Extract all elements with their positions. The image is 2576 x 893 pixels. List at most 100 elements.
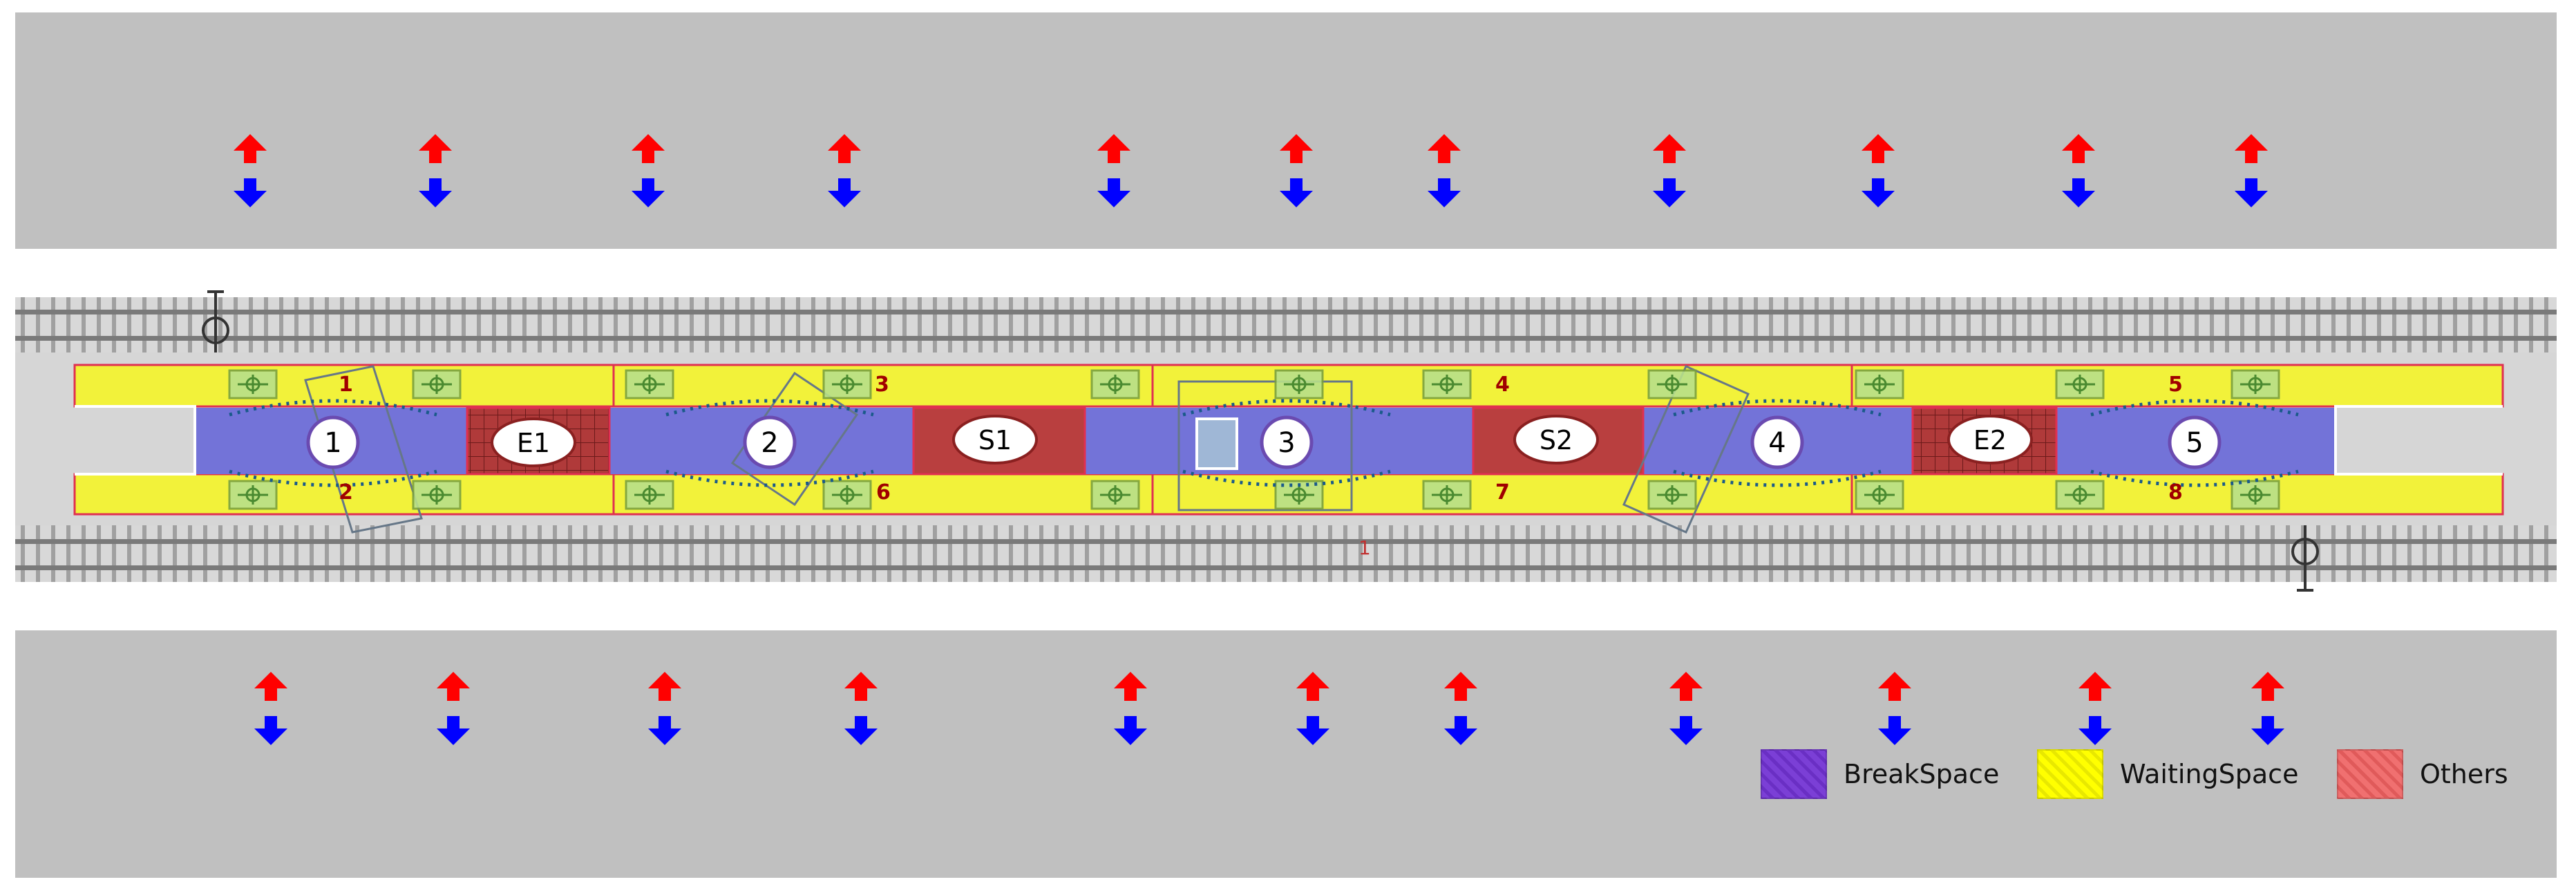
bottom-arrow-up-icon	[1444, 672, 1477, 701]
bottom-arrow-down-icon	[254, 716, 287, 745]
upper-track	[15, 297, 2557, 352]
bottom-arrow-down-icon	[1296, 716, 1329, 745]
waiting-marker-icon	[1274, 369, 1324, 400]
track-label: 1	[1358, 536, 1371, 559]
bottom-arrow-up-icon	[437, 672, 470, 701]
top-arrow-down-icon	[2062, 178, 2095, 207]
legend-item-others: Others	[2337, 749, 2508, 799]
waiting-marker-icon	[1647, 369, 1697, 400]
waiting-marker-icon	[625, 369, 674, 400]
top-arrow-up-icon	[2235, 134, 2268, 163]
top-arrow-up-icon	[1097, 134, 1130, 163]
top-arrow-down-icon	[1653, 178, 1686, 207]
waiting-marker-icon	[2055, 480, 2105, 510]
bottom-arrow-down-icon	[2251, 716, 2284, 745]
area-circle-4[interactable]: 4	[1750, 415, 1804, 469]
top-arrow-down-icon	[828, 178, 861, 207]
special-area-E1[interactable]: E1	[491, 417, 576, 467]
bottom-arrow-up-icon	[254, 672, 287, 701]
waiting-marker-icon	[412, 480, 462, 510]
waiting-marker-icon	[822, 480, 872, 510]
special-area-S1[interactable]: S1	[952, 415, 1038, 464]
zone-label-6: 6	[876, 480, 891, 505]
bottom-arrow-down-icon	[1114, 716, 1147, 745]
top-arrow-down-icon	[1280, 178, 1313, 207]
top-arrow-up-icon	[1428, 134, 1461, 163]
legend-swatch-breakspace	[1761, 749, 1827, 799]
area-circle-5[interactable]: 5	[2168, 415, 2222, 469]
waiting-marker-icon	[1855, 369, 1904, 400]
bottom-arrow-down-icon	[1669, 716, 1703, 745]
waiting-marker-icon	[2231, 480, 2280, 510]
waiting-marker-icon	[625, 480, 674, 510]
top-arrow-down-icon	[632, 178, 665, 207]
top-arrow-down-icon	[234, 178, 267, 207]
waiting-zone-labels: 1 2 3 4 5 6 7 8	[339, 373, 2183, 505]
special-area-E2[interactable]: E2	[1947, 415, 2033, 464]
top-door-arrows	[234, 134, 2268, 207]
bottom-door-arrows	[254, 672, 2284, 745]
top-arrow-down-icon	[419, 178, 452, 207]
legend-item-breakspace: BreakSpace	[1761, 749, 1999, 799]
area-circle-1[interactable]: 1	[306, 415, 360, 469]
waiting-marker-icon	[228, 480, 278, 510]
special-label-E1: E1	[517, 428, 550, 458]
zone-label-5: 5	[2168, 373, 2183, 397]
bottom-arrow-down-icon	[1444, 716, 1477, 745]
bottom-arrow-up-icon	[1296, 672, 1329, 701]
top-arrow-down-icon	[1428, 178, 1461, 207]
area-label-3: 3	[1278, 427, 1295, 459]
top-arrow-down-icon	[1097, 178, 1130, 207]
top-arrow-up-icon	[1280, 134, 1313, 163]
area-circle-2[interactable]: 2	[743, 415, 797, 469]
special-area-S2[interactable]: S2	[1513, 415, 1599, 464]
waiting-marker-icon	[1090, 369, 1140, 400]
legend-label-others: Others	[2420, 759, 2508, 789]
bottom-arrow-up-icon	[1114, 672, 1147, 701]
bottom-arrow-down-icon	[437, 716, 470, 745]
bottom-arrow-down-icon	[844, 716, 878, 745]
legend-swatch-waitingspace	[2037, 749, 2103, 799]
flow-lines	[229, 399, 2299, 487]
waiting-marker-icon	[412, 369, 462, 400]
area-label-1: 1	[324, 427, 341, 459]
top-arrow-up-icon	[828, 134, 861, 163]
special-label-S1: S1	[978, 425, 1012, 455]
zone-label-2: 2	[339, 480, 353, 505]
bottom-arrow-up-icon	[1878, 672, 1911, 701]
legend-swatch-others	[2337, 749, 2403, 799]
special-label-S2: S2	[1540, 425, 1573, 455]
bottom-arrow-up-icon	[2078, 672, 2112, 701]
zone-label-4: 4	[1495, 373, 1510, 397]
zone-label-7: 7	[1495, 480, 1510, 505]
legend-item-waitingspace: WaitingSpace	[2037, 749, 2298, 799]
waiting-marker-icon	[2055, 369, 2105, 400]
top-arrow-up-icon	[1862, 134, 1895, 163]
bottom-arrow-down-icon	[1878, 716, 1911, 745]
zone-label-3: 3	[875, 373, 889, 397]
legend-label-waitingspace: WaitingSpace	[2120, 759, 2299, 789]
bottom-arrow-down-icon	[2078, 716, 2112, 745]
lower-track	[15, 525, 2557, 582]
zone-label-8: 8	[2168, 480, 2183, 505]
area-label-2: 2	[761, 427, 778, 459]
bottom-arrow-up-icon	[1669, 672, 1703, 701]
waiting-marker-icon	[822, 369, 872, 400]
top-arrow-up-icon	[419, 134, 452, 163]
green-waiting-markers	[228, 369, 2280, 510]
bottom-arrow-up-icon	[844, 672, 878, 701]
top-arrow-down-icon	[2235, 178, 2268, 207]
waiting-marker-icon	[1422, 369, 1472, 400]
area-circle-3[interactable]: 3	[1260, 415, 1314, 469]
top-platform-band	[15, 12, 2557, 249]
top-arrow-up-icon	[234, 134, 267, 163]
bottom-platform-band	[15, 630, 2557, 878]
waiting-marker-icon	[228, 369, 278, 400]
special-label-E2: E2	[1973, 425, 2007, 455]
waiting-marker-icon	[1647, 480, 1697, 510]
special-area-ellipses: E1 S1 S2 E2	[491, 415, 2033, 467]
top-arrow-down-icon	[1862, 178, 1895, 207]
legend-label-breakspace: BreakSpace	[1844, 759, 2000, 789]
waiting-marker-icon	[2231, 369, 2280, 400]
